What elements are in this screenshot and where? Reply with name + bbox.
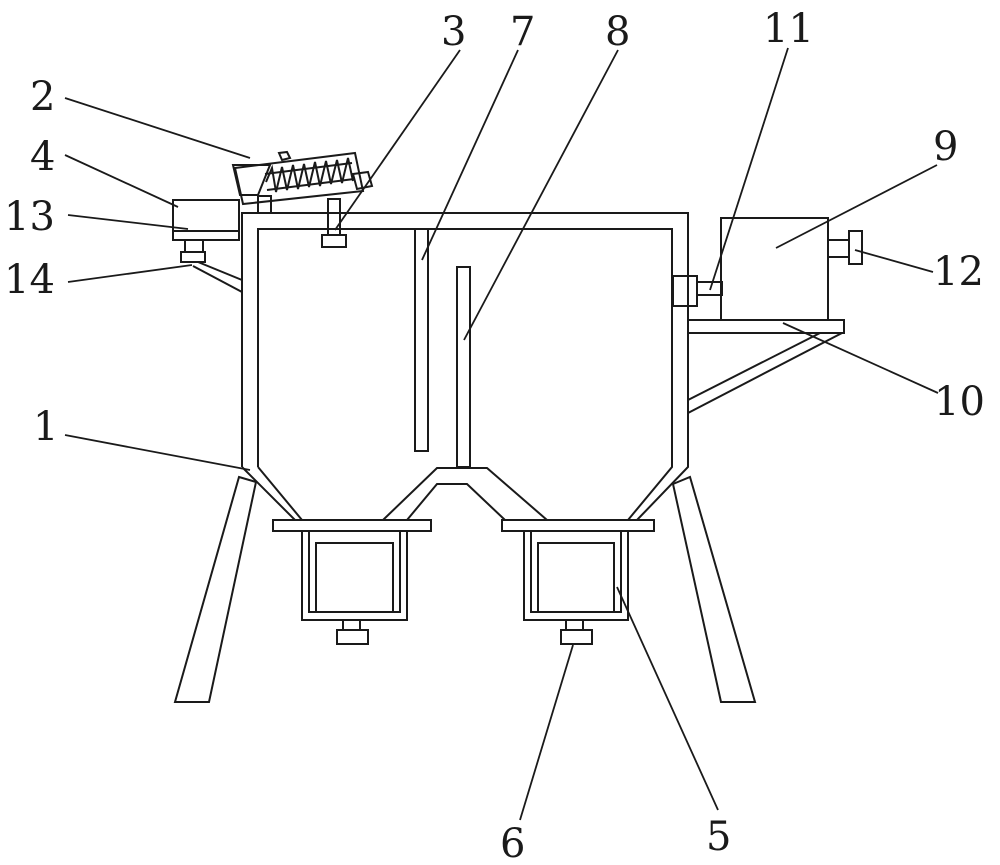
leader-5	[616, 586, 719, 811]
label-13: 13	[4, 194, 55, 240]
hopper-frame-right-outer	[523, 531, 629, 621]
valve-left	[336, 629, 369, 645]
leader-1	[64, 434, 251, 471]
leader-13	[67, 214, 189, 230]
collector-box-right	[537, 542, 615, 613]
tank-inner-wall	[257, 228, 673, 521]
hopper-frame-left-outer	[301, 531, 408, 621]
leader-10	[782, 322, 939, 394]
label-12: 12	[933, 249, 984, 295]
collector-box-left	[315, 542, 394, 613]
screw-feeder	[231, 150, 374, 248]
screw-end-cap	[351, 170, 374, 191]
motor-assembly	[672, 217, 863, 414]
valve-stem-right	[565, 619, 584, 631]
label-6: 6	[500, 821, 525, 865]
label-9: 9	[933, 124, 958, 170]
valve-right	[560, 629, 593, 645]
box-4	[172, 199, 240, 241]
brace-upper	[687, 332, 821, 401]
leader-8	[463, 49, 619, 341]
leader-9	[775, 164, 938, 249]
feeder-top-nozzle	[277, 150, 292, 162]
outlet-14	[180, 251, 206, 263]
label-3: 3	[441, 9, 466, 55]
coupling-housing	[672, 275, 698, 307]
pipe-14-upper	[197, 261, 243, 281]
label-4: 4	[30, 134, 55, 180]
leg-left	[173, 475, 258, 703]
label-1: 1	[33, 404, 58, 450]
leader-6	[519, 644, 574, 821]
leader-14	[67, 264, 193, 283]
label-11: 11	[763, 6, 814, 52]
baffle-8	[456, 266, 471, 468]
support-plate-10	[687, 319, 845, 334]
leader-4	[64, 154, 179, 208]
motor-box-9	[720, 217, 829, 321]
knob-12	[848, 230, 863, 265]
leader-7	[421, 49, 519, 261]
leader-3	[334, 49, 461, 231]
inlet-nozzle-3	[321, 234, 347, 248]
leader-11	[709, 47, 789, 291]
tank-outer-wall	[241, 212, 689, 521]
flange-right	[501, 519, 655, 532]
label-2: 2	[30, 74, 55, 120]
knob-stem-12	[827, 239, 850, 258]
pipe-14-lower	[192, 265, 243, 293]
left-box-assembly	[172, 199, 243, 293]
tank-body	[241, 212, 689, 521]
part-labels: 1 2 3 4 5 6 7 8 9 10 11 12 13 14	[4, 6, 985, 865]
label-10: 10	[934, 379, 985, 425]
brace-lower	[687, 332, 843, 414]
leg-right	[671, 475, 757, 703]
label-14: 14	[4, 257, 55, 303]
outlet-14-stem	[184, 239, 204, 253]
baffle-7	[414, 228, 429, 452]
feeder-mount-post	[257, 195, 272, 214]
flange-left	[272, 519, 432, 532]
leader-12	[854, 249, 934, 273]
discharge-hopper-left	[272, 519, 432, 645]
valve-stem-left	[342, 619, 361, 631]
screw-thread	[265, 157, 354, 193]
coupling-11	[696, 281, 723, 296]
label-8: 8	[605, 9, 630, 55]
label-5: 5	[706, 814, 731, 860]
leader-2	[64, 97, 251, 159]
label-7: 7	[510, 9, 535, 55]
leader-lines	[64, 47, 939, 821]
discharge-hopper-right	[501, 519, 655, 645]
